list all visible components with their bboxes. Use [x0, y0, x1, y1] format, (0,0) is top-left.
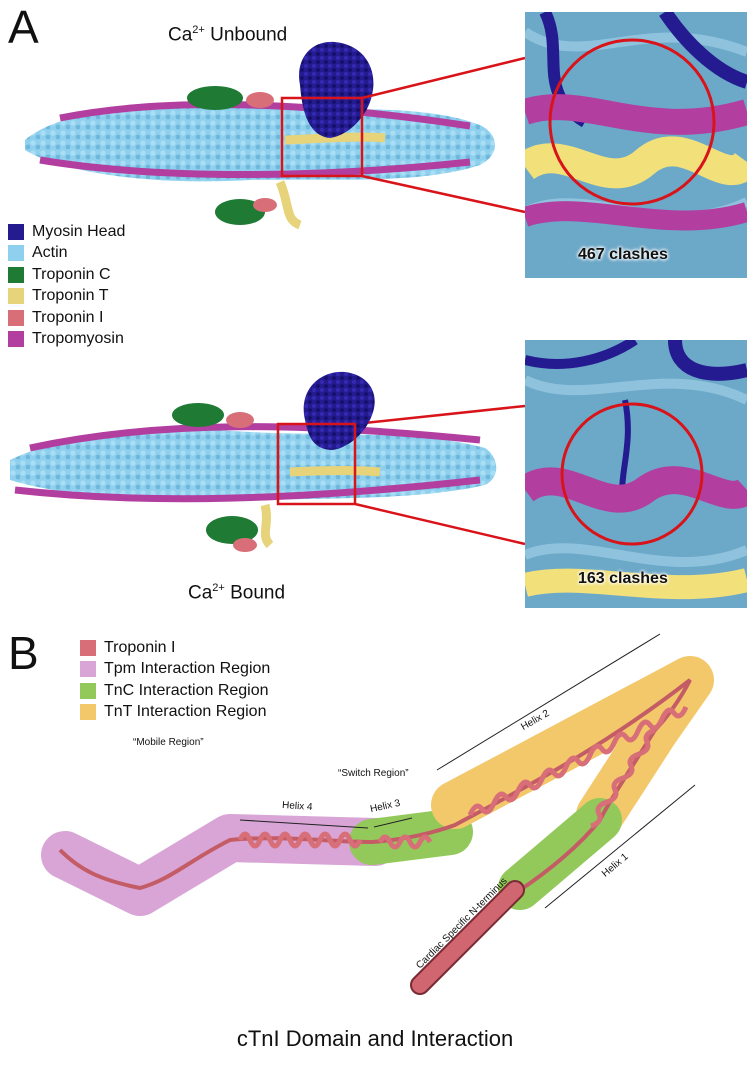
legend-item-troponin-i: Troponin I [8, 307, 125, 329]
unbound-clash-count: 467 clashes [578, 246, 668, 264]
legend-swatch [8, 224, 24, 240]
helix-4-label: Helix 4 [282, 800, 313, 813]
legend-swatch [8, 267, 24, 283]
tnt-interaction-region [455, 680, 690, 815]
bound-filament-render [0, 340, 520, 570]
legend-label: Actin [32, 244, 68, 262]
legend-item-myosin-head: Myosin Head [8, 221, 125, 243]
n-terminus-rod [420, 890, 515, 985]
legend-item-troponin-c: Troponin C [8, 264, 125, 286]
unbound-zoom-inset [525, 12, 747, 278]
legend-item-actin: Actin [8, 243, 125, 265]
tnc-interaction-region-lower [520, 820, 600, 888]
unbound-filament-render [0, 40, 520, 240]
bound-label: Ca2+ Bound [188, 582, 285, 604]
bound-label-sup: 2+ [212, 582, 225, 594]
bound-label-suffix: Bound [225, 582, 285, 603]
unbound-label-sup: 2+ [192, 24, 205, 36]
legend-swatch [8, 245, 24, 261]
figure-bottom-title: cTnI Domain and Interaction [0, 1026, 750, 1052]
bound-label-prefix: Ca [188, 582, 212, 603]
switch-region-label: “Switch Region” [338, 768, 409, 779]
legend-label: Troponin T [32, 287, 108, 305]
legend-swatch [8, 310, 24, 326]
legend-item-troponin-t: Troponin T [8, 286, 125, 308]
legend-label: Troponin C [32, 266, 111, 284]
legend-label: Troponin I [32, 309, 103, 327]
bound-zoom-inset [525, 340, 747, 608]
mobile-region-label: “Mobile Region” [133, 737, 204, 748]
legend-swatch [8, 288, 24, 304]
bound-clash-count: 163 clashes [578, 570, 668, 588]
legend-label: Myosin Head [32, 223, 125, 241]
ctni-structure-diagram [0, 620, 750, 1020]
panel-a-legend: Myosin Head Actin Troponin C Troponin T … [8, 221, 125, 350]
